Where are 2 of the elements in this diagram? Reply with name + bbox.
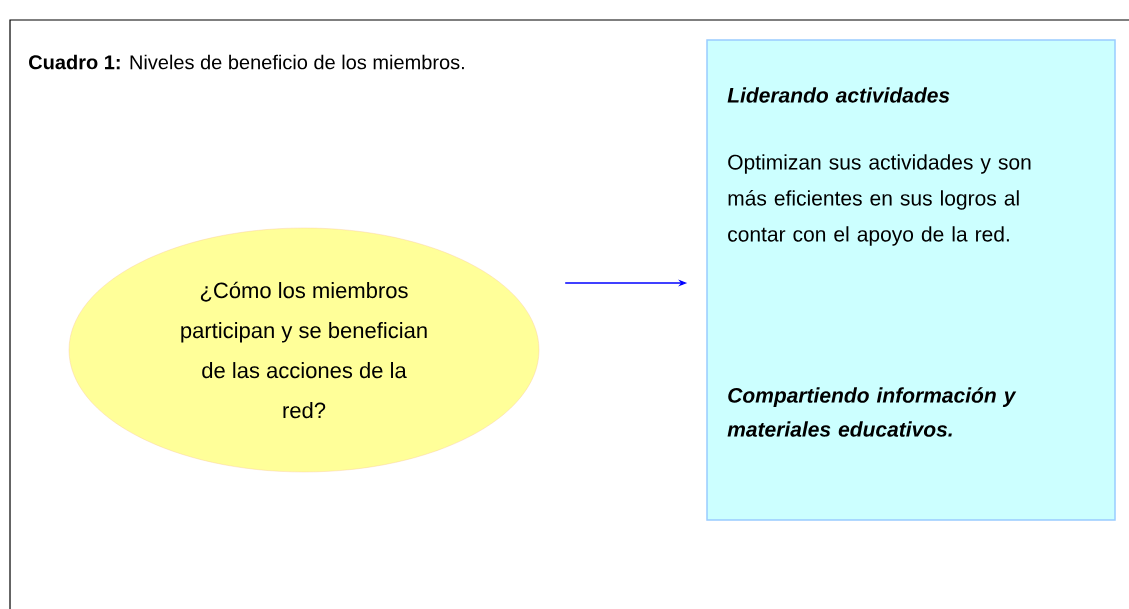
caption-title: Cuadro 1: Niveles de beneficio de los miembros.	[29, 54, 464, 70]
text-panel: Liderando actividades Optimizan sus actividades y son más eficientes en sus logros al contar con el apoyo de la red. Compartiendo información y materiales educativos.	[706, 39, 1116, 521]
